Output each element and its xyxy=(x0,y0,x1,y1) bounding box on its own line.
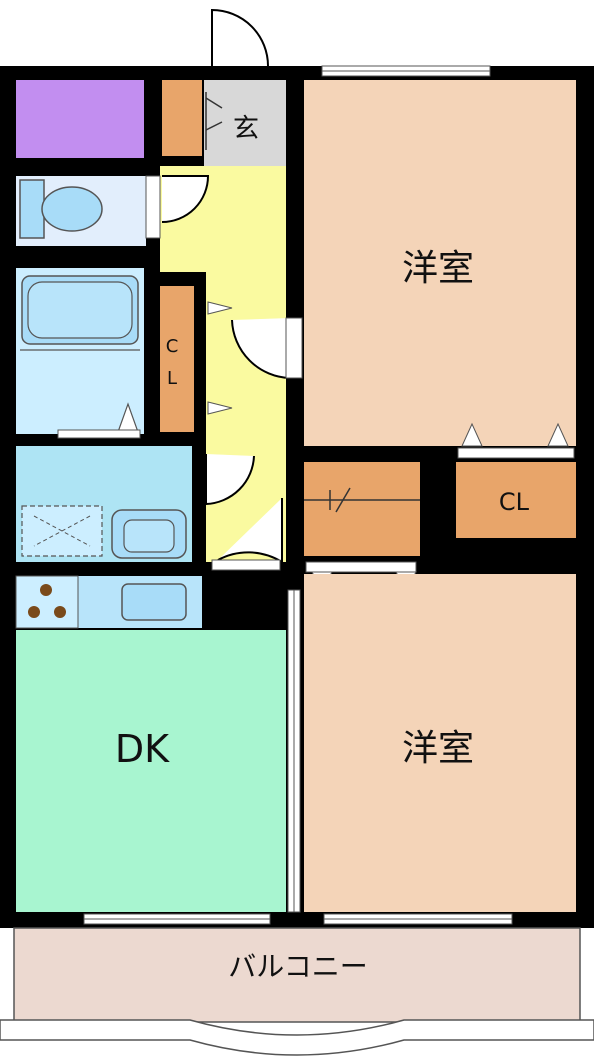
balcony-label: バルコニー xyxy=(228,950,367,983)
balcony xyxy=(13,927,581,1023)
dining-kitchen xyxy=(16,630,286,912)
western-room-top-door xyxy=(231,318,291,380)
washroom-door xyxy=(205,454,255,506)
closet-vertical-label-bottom: L xyxy=(167,368,177,389)
closet-vertical-label-top: C xyxy=(166,336,179,357)
storage-purple xyxy=(16,80,144,158)
balcony-rail xyxy=(0,1019,594,1056)
western-room-bottom-label: 洋室 xyxy=(402,728,474,769)
entrance-floor xyxy=(204,80,286,166)
toilet-door xyxy=(161,175,210,223)
closet-right xyxy=(456,462,576,538)
closet-middle xyxy=(304,462,420,556)
shoe-closet xyxy=(162,80,202,156)
toilet-fixture xyxy=(19,179,103,239)
dining-kitchen-label: DK xyxy=(115,727,170,771)
kitchen-sink xyxy=(121,583,187,621)
western-room-top-label: 洋室 xyxy=(402,248,474,289)
closet-vertical xyxy=(160,286,194,432)
entry-door-outside xyxy=(211,8,269,67)
closet-right-label: CL xyxy=(499,488,530,516)
western-room-top xyxy=(304,80,576,446)
western-room-bottom xyxy=(304,574,576,912)
entrance-label: 玄 xyxy=(233,114,259,144)
stove-burners xyxy=(28,584,66,618)
